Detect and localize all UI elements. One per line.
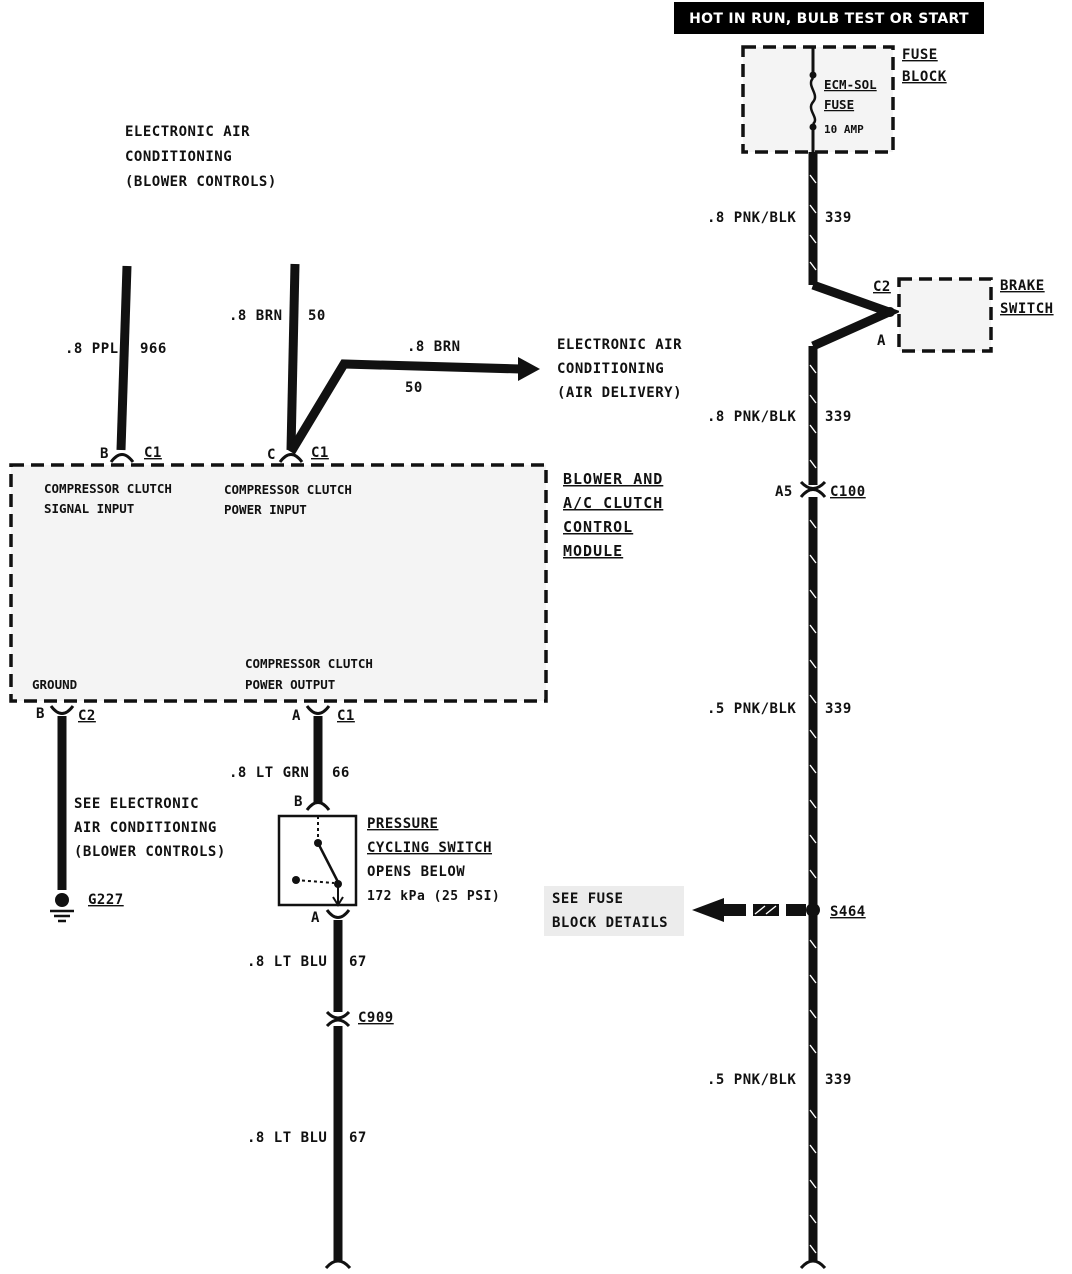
module-pwrin-1: COMPRESSOR CLUTCH	[224, 482, 352, 497]
wire-50-branch	[287, 359, 521, 455]
wire-circuit-ltblu1: 67	[349, 954, 367, 970]
module-title-1: BLOWER AND	[563, 470, 663, 488]
ground-note-2: AIR CONDITIONING	[74, 820, 217, 836]
pressure-line4: 172 kPa (25 PSI)	[367, 889, 500, 904]
wire-gauge-pnk3: .5 PNK/BLK	[707, 701, 796, 717]
wire-gauge-ltblu1: .8 LT BLU	[247, 954, 327, 970]
pressure-line3: OPENS BELOW	[367, 864, 465, 880]
c100-pin: A5	[775, 484, 793, 500]
splice-note-2: BLOCK DETAILS	[552, 915, 668, 931]
fuse-element-icon	[809, 77, 817, 125]
fuse-rating: 10 AMP	[824, 123, 864, 136]
out-conn: C1	[337, 708, 355, 724]
brake-switch: C2 A BRAKE SWITCH	[873, 277, 1054, 353]
connector-c-c1-icon	[278, 453, 304, 463]
module-title-3: CONTROL	[563, 518, 633, 536]
wire-circuit-pnk1: 339	[825, 210, 852, 226]
brake-switch-pin: A	[877, 333, 886, 349]
wire-339	[799, 152, 902, 1270]
hot-in-run-banner: HOT IN RUN, BULB TEST OR START	[674, 2, 984, 34]
connector-c100: A5 C100	[775, 480, 866, 500]
splice-id: S464	[830, 904, 866, 920]
connector-b-c1: C1	[144, 445, 162, 461]
ground-id: G227	[88, 892, 124, 908]
wire-circuit-ltgrn: 66	[332, 765, 350, 781]
c100-label: C100	[830, 484, 866, 500]
wire-circuit-ppl: 966	[140, 341, 167, 357]
fuse-block-title-2: BLOCK	[902, 69, 947, 85]
fuse-block: ECM-SOL FUSE 10 AMP FUSE BLOCK	[741, 45, 947, 154]
wire-gauge-pnk1: .8 PNK/BLK	[707, 210, 796, 226]
wire-gauge-ltgrn: .8 LT GRN	[229, 765, 309, 781]
fuse-name-1: ECM-SOL	[824, 77, 877, 92]
module-sig-1: COMPRESSOR CLUTCH	[44, 481, 172, 496]
wire-circuit-pnk3: 339	[825, 701, 852, 717]
air-delivery-line1: ELECTRONIC AIR	[557, 337, 682, 353]
air-delivery-line2: CONDITIONING	[557, 361, 664, 377]
fuse-block-title-1: FUSE	[902, 47, 938, 63]
blower-note-line3: (BLOWER CONTROLS)	[125, 174, 277, 190]
connector-b-c2-icon	[49, 705, 75, 715]
bottom-connector-icon	[799, 1259, 827, 1270]
module-ground: GROUND	[32, 677, 77, 692]
brake-switch-title-2: SWITCH	[1000, 301, 1054, 317]
module-pwrout-2: POWER OUTPUT	[245, 677, 335, 692]
connector-a-c1-icon	[305, 705, 331, 715]
gnd-pin: B	[36, 706, 45, 722]
pressure-title-1: PRESSURE	[367, 816, 438, 832]
splice-s464: S464 SEE FUSE BLOCK DETAILS	[544, 886, 866, 936]
pressure-title-2: CYCLING SWITCH	[367, 840, 492, 856]
c909-label: C909	[358, 1010, 394, 1026]
brake-switch-connector: C2	[873, 279, 891, 295]
ground-note-1: SEE ELECTRONIC	[74, 796, 199, 812]
wire-gauge-pnk4: .5 PNK/BLK	[707, 1072, 796, 1088]
wire-50	[286, 263, 300, 451]
pressure-switch	[277, 814, 358, 907]
blower-note-line2: CONDITIONING	[125, 149, 232, 165]
wire-circuit-pnk2: 339	[825, 409, 852, 425]
fuse-name-2: FUSE	[824, 97, 854, 112]
wire-966	[116, 265, 132, 451]
module-pwrin-2: POWER INPUT	[224, 502, 307, 517]
wire-circuit-brn: 50	[308, 308, 326, 324]
wire-gauge-pnk2: .8 PNK/BLK	[707, 409, 796, 425]
module-title-4: MODULE	[563, 542, 623, 560]
connector-b-c1-icon	[109, 453, 135, 463]
connector-c-c1: C1	[311, 445, 329, 461]
connector-c-pin: C	[267, 447, 276, 463]
connector-c909-icon	[325, 1010, 351, 1020]
switch-bot-pin: A	[311, 910, 320, 926]
connector-b-pin: B	[100, 446, 109, 462]
wire-gauge-ltblu2: .8 LT BLU	[247, 1130, 327, 1146]
arrow-left-icon	[692, 898, 724, 922]
splice-note-1: SEE FUSE	[552, 891, 623, 907]
wire-gauge-brn2: .8 BRN	[407, 339, 461, 355]
gnd-conn: C2	[78, 708, 96, 724]
ground-icon	[50, 893, 74, 923]
module-title-2: A/C CLUTCH	[563, 494, 663, 512]
wire-gauge-brn: .8 BRN	[229, 308, 283, 324]
blower-module: COMPRESSOR CLUTCH SIGNAL INPUT COMPRESSO…	[9, 463, 548, 703]
switch-contact-icon	[316, 842, 340, 883]
air-delivery-line3: (AIR DELIVERY)	[557, 385, 682, 401]
out-pin: A	[292, 708, 301, 724]
wire-circuit-ltblu2: 67	[349, 1130, 367, 1146]
arrow-right-icon	[518, 357, 540, 381]
hot-label: HOT IN RUN, BULB TEST OR START	[689, 11, 969, 27]
switch-top-pin: B	[294, 794, 303, 810]
wire-gauge-ppl: .8 PPL	[65, 341, 119, 357]
wire-circuit-brn2: 50	[405, 380, 423, 396]
ground-note-3: (BLOWER CONTROLS)	[74, 844, 226, 860]
module-sig-2: SIGNAL INPUT	[44, 501, 134, 516]
blower-note-line1: ELECTRONIC AIR	[125, 124, 250, 140]
wire-circuit-pnk4: 339	[825, 1072, 852, 1088]
brake-switch-title-1: BRAKE	[1000, 278, 1045, 294]
module-pwrout-1: COMPRESSOR CLUTCH	[245, 656, 373, 671]
